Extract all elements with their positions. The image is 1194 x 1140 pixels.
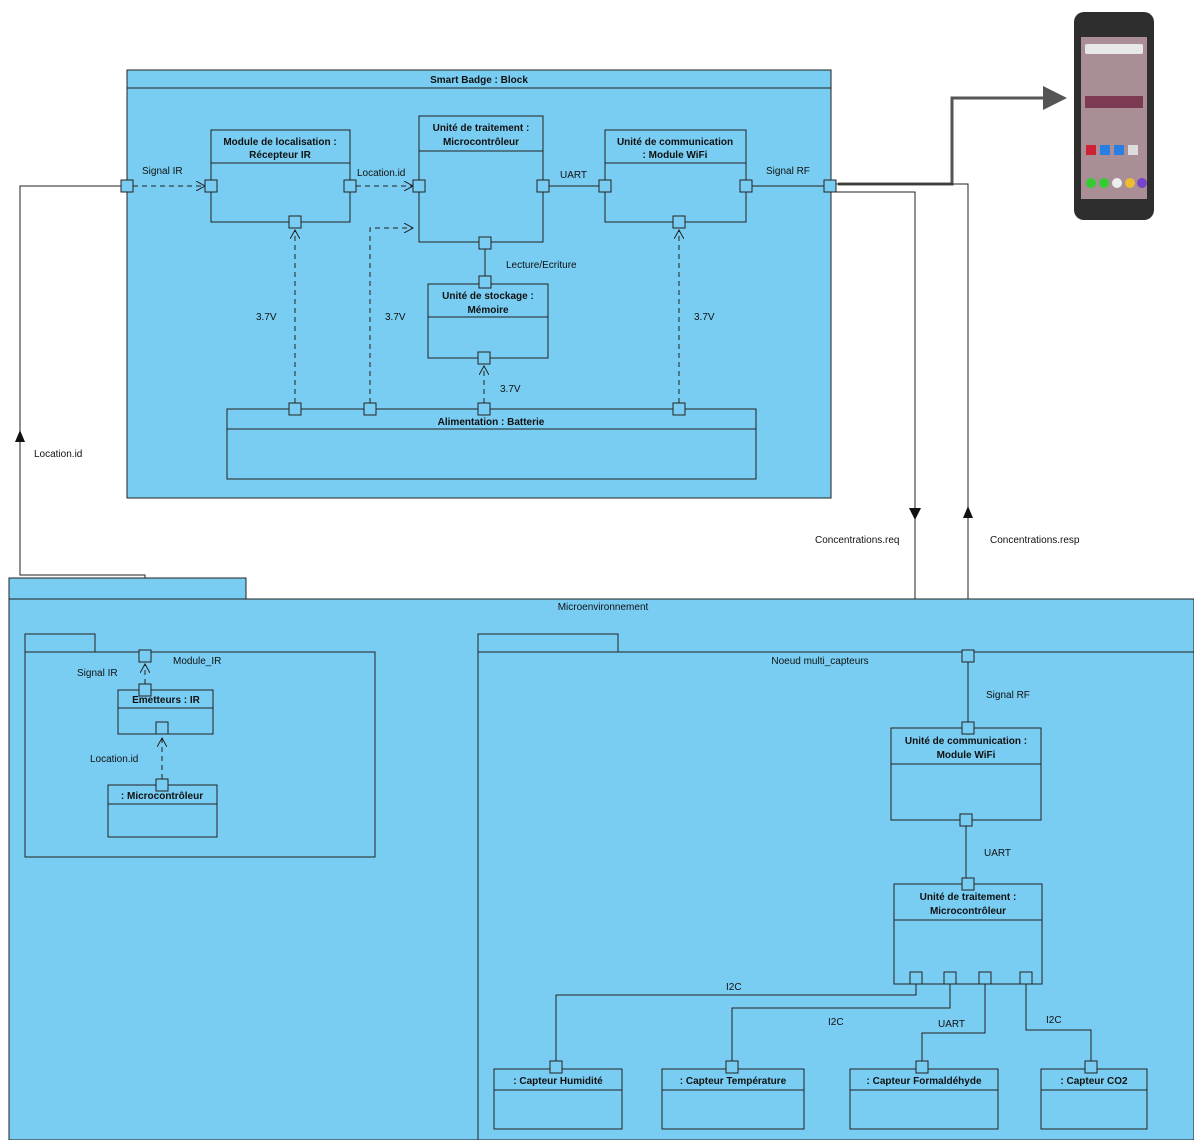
module-ir-package: Module_IR Emetteurs : IR : Microcontrôle…: [24, 633, 376, 858]
processing-unit: Unité de traitement : Microcontrôleur: [418, 115, 544, 243]
battery-block: Alimentation : Batterie: [226, 408, 757, 480]
label-bus-co2: I2C: [1046, 1015, 1062, 1026]
label-external-location-id: Location.id: [34, 449, 82, 460]
sensor-node-title: Noeud multi_capteurs: [771, 656, 868, 667]
label-node-uart: UART: [984, 848, 1011, 859]
node-comm-title-2: Module WiFi: [937, 750, 996, 761]
smartphone-icon: [1074, 12, 1154, 220]
label-lecture-ecriture: Lecture/Ecriture: [506, 260, 577, 271]
label-uart: UART: [560, 170, 587, 181]
localisation-module-title-2: Récepteur IR: [249, 150, 311, 161]
storage-unit-title-1: Unité de stockage :: [442, 291, 534, 302]
communication-unit-title-2: : Module WiFi: [643, 150, 708, 161]
label-bus-humidity: I2C: [726, 982, 742, 993]
storage-unit-title-2: Mémoire: [467, 305, 509, 316]
label-voltage-1: 3.7V: [256, 312, 277, 323]
localisation-module-title-1: Module de localisation :: [223, 137, 336, 148]
processing-unit-title-2: Microcontrôleur: [443, 137, 519, 148]
sensor-co2: : Capteur CO2: [1060, 1076, 1128, 1087]
label-bus-formaldehyde: UART: [938, 1019, 965, 1030]
label-voltage-2: 3.7V: [385, 312, 406, 323]
communication-unit-title-1: Unité de communication: [617, 137, 733, 148]
smart-badge-title: Smart Badge : Block: [430, 75, 528, 86]
sensor-humidity: : Capteur Humidité: [513, 1076, 603, 1087]
label-node-signal-rf: Signal RF: [986, 690, 1030, 701]
storage-unit: Unité de stockage : Mémoire: [427, 283, 549, 359]
sensor-node-package: Noeud multi_capteurs Unité de communicat…: [477, 633, 1194, 1140]
sensor-temperature: : Capteur Température: [680, 1076, 787, 1087]
module-ir-title: Module_IR: [173, 656, 221, 667]
label-signal-rf: Signal RF: [766, 166, 810, 177]
label-signal-ir: Signal IR: [142, 166, 183, 177]
label-voltage-4: 3.7V: [694, 312, 715, 323]
label-bus-temperature: I2C: [828, 1017, 844, 1028]
node-comm-title-1: Unité de communication :: [905, 736, 1027, 747]
label-ir-location-id: Location.id: [90, 754, 138, 765]
concentrations-links: Concentrations.req Concentrations.resp: [815, 183, 1080, 649]
microcontroller-ir-title: : Microcontrôleur: [121, 791, 203, 802]
label-location-id: Location.id: [357, 168, 405, 179]
microenvironment-title: Microenvironnement: [558, 602, 649, 613]
battery-title: Alimentation : Batterie: [438, 417, 545, 428]
label-voltage-3: 3.7V: [500, 384, 521, 395]
node-proc-title-2: Microcontrôleur: [930, 906, 1006, 917]
processing-unit-title-1: Unité de traitement :: [433, 123, 530, 134]
badge-labels: Signal IR Location.id UART Signal RF Lec…: [142, 166, 810, 395]
node-proc-title-1: Unité de traitement :: [920, 892, 1017, 903]
emitters-title: Emetteurs : IR: [132, 695, 201, 706]
label-concentrations-resp: Concentrations.resp: [990, 535, 1080, 546]
sensor-formaldehyde: : Capteur Formaldéhyde: [866, 1076, 981, 1087]
phone-link-arrow: [838, 86, 1067, 186]
badge-ports: [120, 179, 837, 416]
communication-unit: Unité de communication : Module WiFi: [604, 129, 747, 223]
localisation-module: Module de localisation : Récepteur IR: [210, 129, 351, 223]
label-concentrations-req: Concentrations.req: [815, 535, 900, 546]
label-ir-signal-ir: Signal IR: [77, 668, 118, 679]
